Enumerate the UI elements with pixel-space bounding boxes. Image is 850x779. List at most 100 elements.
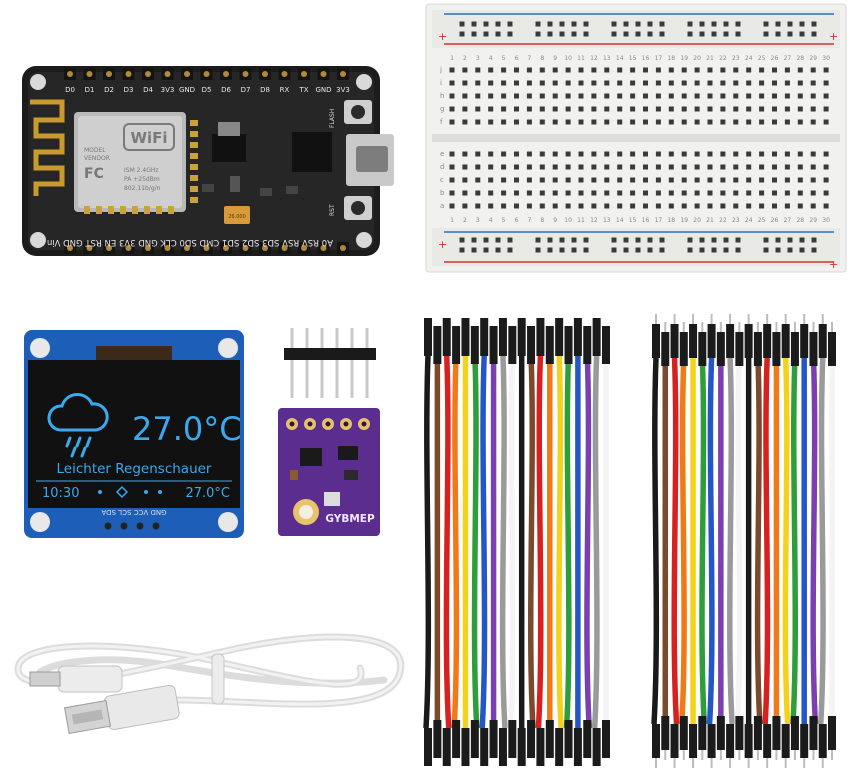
row-letter: b [440,189,445,197]
column-number: 4 [489,217,493,224]
connector-housing [461,318,470,356]
svg-text:ISM 2.4GHz: ISM 2.4GHz [124,167,159,174]
column-number: 12 [590,217,598,224]
column-number: 29 [809,55,817,62]
svg-text:MODEL: MODEL [84,147,106,154]
sensor-chip [324,492,340,506]
column-number: 16 [642,55,650,62]
column-number: 28 [796,217,804,224]
jumper-wire [671,357,680,725]
pin [350,328,354,398]
connector-housing [790,332,799,366]
pin [290,328,294,398]
connector-housing [781,724,790,758]
connector-housing [689,724,698,758]
usb-a-plug [64,684,180,735]
connector-housing [461,728,470,766]
column-number: 25 [758,55,766,62]
column-number: 6 [515,217,519,224]
column-number: 22 [719,55,727,62]
connector-housing [592,728,601,766]
pin-labels-bottom: A0 RSV RSV SD3 SD2 SD1 CMD SD0 CLK GND 3… [47,237,333,247]
jumper-wires-male [651,314,836,768]
connector-housing [583,326,592,364]
jumper-wire [762,357,771,725]
column-number: 15 [629,217,637,224]
jumper-wire [471,355,480,729]
connector-housing [679,716,688,750]
connector-housing [573,318,582,356]
pin-label: D6 [221,86,231,94]
column-number: 13 [603,217,611,224]
column-number: 25 [758,217,766,224]
connector-housing [498,318,507,356]
connector-housing [800,724,809,758]
column-number: 15 [629,55,637,62]
connector-housing [470,326,479,364]
oled-screen [28,360,240,508]
column-number: 16 [642,217,650,224]
row-letter: j [439,66,442,74]
column-number: 9 [553,55,557,62]
column-number: 1 [450,217,454,224]
jumper-wire [443,355,452,729]
connector-housing [527,326,536,364]
connector-housing [564,326,573,364]
connector-housing [800,324,809,358]
jumper-wire [651,357,660,725]
crystal [224,206,250,224]
jumper-wire [527,355,536,729]
row-letter: d [440,163,444,171]
connector-housing [828,716,836,750]
connector-housing [517,728,526,766]
connector-housing [555,728,564,766]
mounting-hole [30,512,50,532]
connector-housing [536,728,545,766]
connector-housing [564,720,573,758]
connector-housing [707,724,716,758]
connector-housing [781,324,790,358]
jumper-wire [754,357,763,725]
column-number: 10 [564,217,572,224]
column-number: 13 [603,55,611,62]
svg-text:PA +25dBm: PA +25dBm [124,176,160,183]
column-number: 8 [540,217,544,224]
connector-housing [698,716,707,750]
voltage-regulator [212,134,246,162]
column-number: 9 [553,217,557,224]
column-number: 26 [771,55,779,62]
column-number: 14 [616,217,624,224]
page-indicator [98,485,162,499]
connector-housing [508,326,517,364]
connector-housing [424,728,432,766]
connector-housing [726,324,735,358]
breadboard: + + + + 11223344556677889910101111121213… [425,3,847,273]
svg-text:+: + [829,30,838,43]
connector-housing [433,326,442,364]
column-number: 11 [577,217,585,224]
connector-housing [424,318,432,356]
column-number: 24 [745,217,753,224]
connector-housing [442,728,451,766]
pin-label: D2 [104,86,114,94]
column-number: 3 [476,217,480,224]
center-channel [432,134,840,142]
connector-housing [498,728,507,766]
mounting-hole [30,338,50,358]
column-number: 4 [489,55,493,62]
connector-housing [753,716,762,750]
jumper-wire [479,355,488,729]
mounting-hole [30,74,46,90]
jumper-wire [679,357,687,725]
column-numbers: 1122334455667788991010111112121313141415… [450,55,830,224]
connector-housing [716,716,725,750]
connector-housing [433,720,442,758]
row-letter: c [440,176,444,184]
jumper-wire [591,355,600,729]
row-letter: h [440,92,444,100]
connector-housing [809,332,818,366]
connector-housing [452,326,461,364]
jumper-wire [423,355,432,729]
